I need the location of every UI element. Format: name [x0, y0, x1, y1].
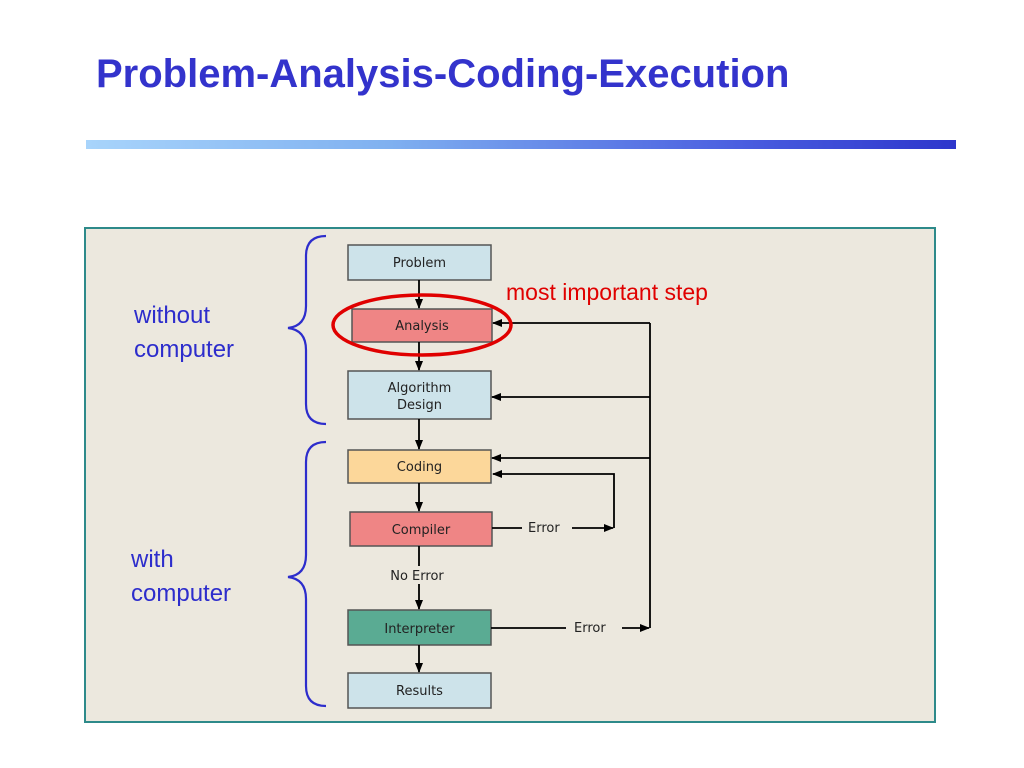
- step-interpreter: Interpreter: [347, 609, 492, 646]
- group-label-without-computer-line2: computer: [134, 336, 235, 363]
- step-compiler-box: [349, 511, 493, 547]
- compiler-error-return-path: [492, 470, 615, 528]
- interpreter-error-label: Error: [574, 621, 606, 636]
- highlight-ellipse: [331, 293, 513, 357]
- no-error-label-bg: [379, 566, 455, 584]
- diagram-panel: [84, 227, 936, 723]
- step-results-label: Results: [396, 684, 443, 699]
- step-results: Results: [347, 672, 492, 709]
- step-results-box: [347, 672, 492, 709]
- most-important-step-note: most important step: [506, 279, 708, 305]
- title-underline: [86, 140, 956, 149]
- group-label-with-computer-line1: with: [131, 546, 174, 573]
- step-algorithm-design: Algorithm Design: [347, 370, 492, 420]
- group-label-with-computer-line2: computer: [131, 580, 232, 607]
- group-label-without-computer-line1: without: [134, 302, 211, 329]
- step-algorithm-design-box: [347, 370, 492, 420]
- group-label-without-computer: without computer: [134, 299, 234, 367]
- brace-without-computer: [287, 234, 327, 426]
- slide-title: Problem-Analysis-Coding-Execution: [96, 52, 790, 96]
- step-compiler: Compiler: [349, 511, 493, 547]
- step-compiler-label: Compiler: [392, 523, 451, 538]
- step-analysis: Analysis: [351, 308, 493, 343]
- step-problem-box: [347, 244, 492, 281]
- step-coding-label: Coding: [397, 460, 442, 475]
- step-algorithm-design-label-line1: Algorithm: [388, 381, 452, 396]
- group-label-with-computer: with computer: [131, 543, 231, 611]
- no-error-label: No Error: [390, 569, 444, 584]
- step-analysis-label: Analysis: [395, 319, 449, 334]
- step-problem: Problem: [347, 244, 492, 281]
- step-analysis-box: [351, 308, 493, 343]
- step-interpreter-label: Interpreter: [384, 622, 455, 637]
- compiler-error-label: Error: [528, 521, 560, 536]
- step-algorithm-design-label-line2: Design: [397, 398, 442, 413]
- step-coding: Coding: [347, 449, 492, 484]
- step-problem-label: Problem: [393, 256, 446, 271]
- brace-with-computer: [287, 440, 327, 708]
